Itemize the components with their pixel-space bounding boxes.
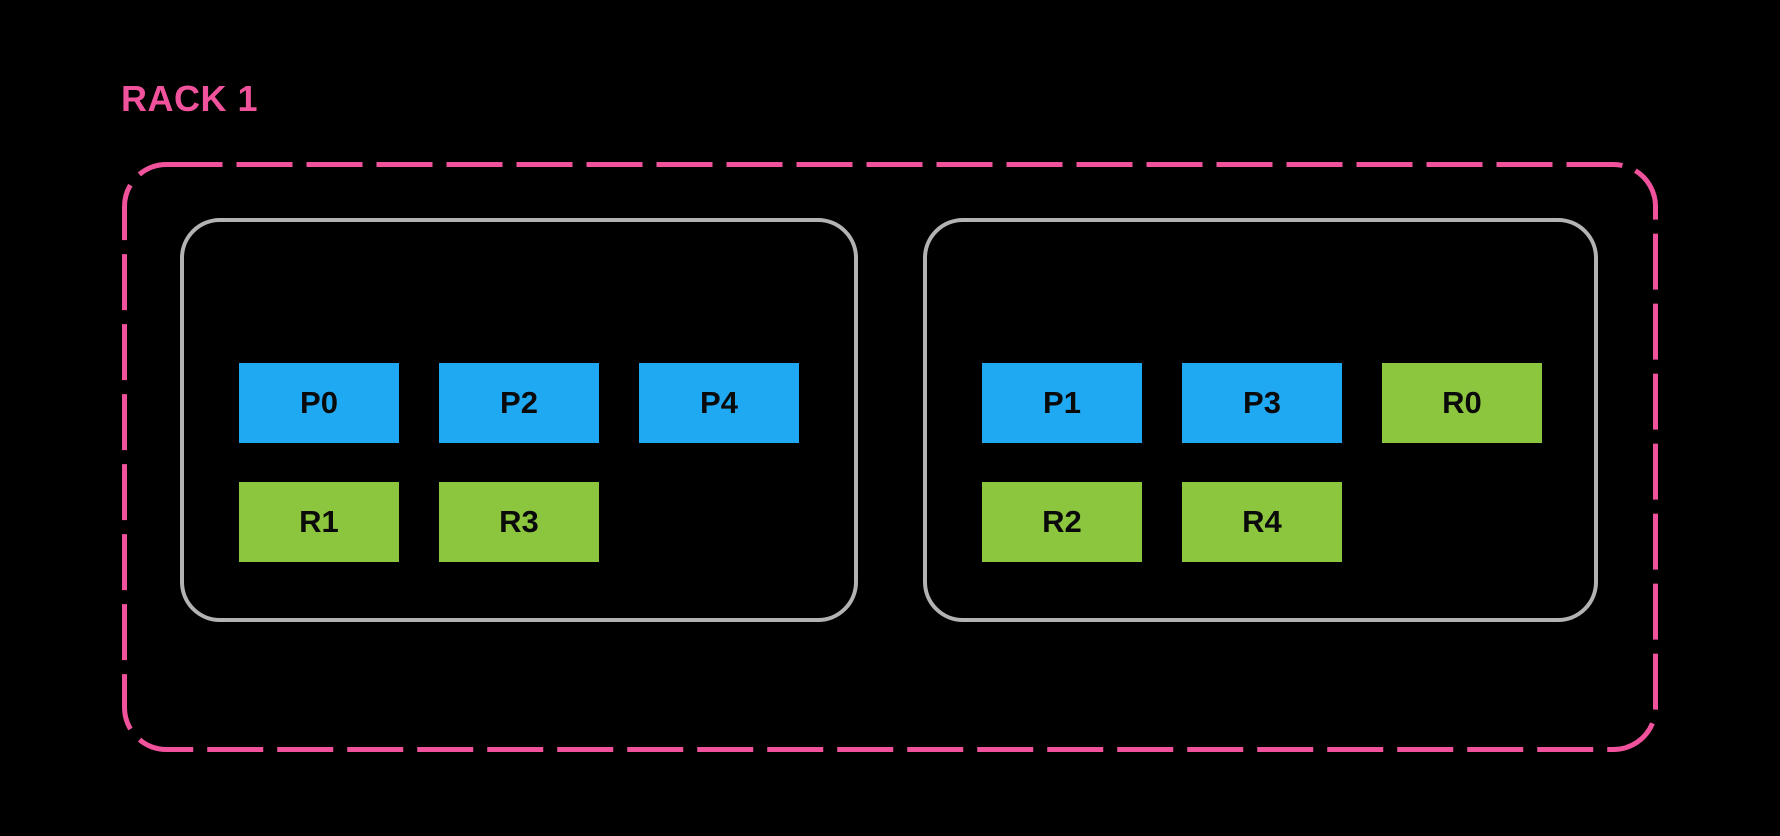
shard-slot-r3: R3 xyxy=(439,482,599,562)
shard-slot-r1: R1 xyxy=(239,482,399,562)
shard-slot-p4: P4 xyxy=(639,363,799,443)
shard-slot-p3: P3 xyxy=(1182,363,1342,443)
shard-slot-p0: P0 xyxy=(239,363,399,443)
shard-slot-r0: R0 xyxy=(1382,363,1542,443)
shard-slot-r2: R2 xyxy=(982,482,1142,562)
node-box-right: P1 P3 R0 R2 R4 xyxy=(923,218,1598,622)
rack-dashed-boundary xyxy=(122,162,1658,752)
shard-slot-p1: P1 xyxy=(982,363,1142,443)
node-box-left: P0 P2 P4 R1 R3 xyxy=(180,218,858,622)
shard-slot-p2: P2 xyxy=(439,363,599,443)
rack-title: RACK 1 xyxy=(121,78,259,119)
shard-slot-r4: R4 xyxy=(1182,482,1342,562)
